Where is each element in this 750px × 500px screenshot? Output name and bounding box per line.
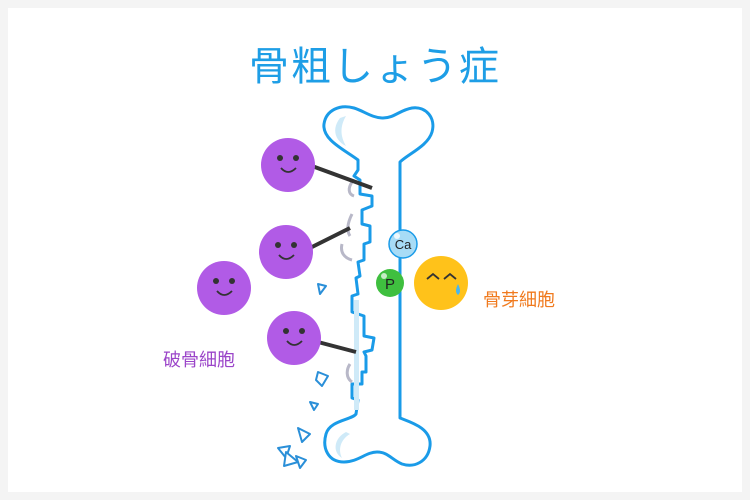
page-title: 骨粗しょう症 (249, 44, 501, 90)
osteoclast-cell (197, 261, 251, 315)
osteoblast-cell (414, 256, 468, 310)
teardrop-icon (456, 284, 460, 295)
osteoclast-cell (261, 138, 373, 192)
bone-shadow-top (335, 116, 346, 146)
crack-1 (346, 213, 354, 237)
fragment-icon (295, 455, 307, 469)
crack-4 (347, 181, 355, 198)
crack-2 (340, 243, 353, 262)
osteoclast-cell (267, 311, 357, 365)
fragment-icon (317, 283, 327, 295)
calcium-ion: Ca (388, 229, 418, 259)
fragment-icon (297, 427, 311, 443)
osteoclast-cell (259, 225, 351, 279)
phosphorus-label: P (385, 276, 395, 293)
calcium-label: Ca (395, 237, 412, 252)
fragment-icon (315, 371, 329, 387)
phosphorus-ion: P (376, 269, 404, 297)
osteoclast-label: 破骨細胞 (163, 350, 235, 371)
fragment-icon (283, 451, 299, 467)
fragment-icon (309, 401, 319, 411)
bone-shadow-bottom (335, 432, 350, 458)
bone-shadow-shaft (354, 300, 359, 410)
osteoblast-label: 骨芽細胞 (483, 290, 555, 311)
crack-3 (345, 363, 353, 384)
